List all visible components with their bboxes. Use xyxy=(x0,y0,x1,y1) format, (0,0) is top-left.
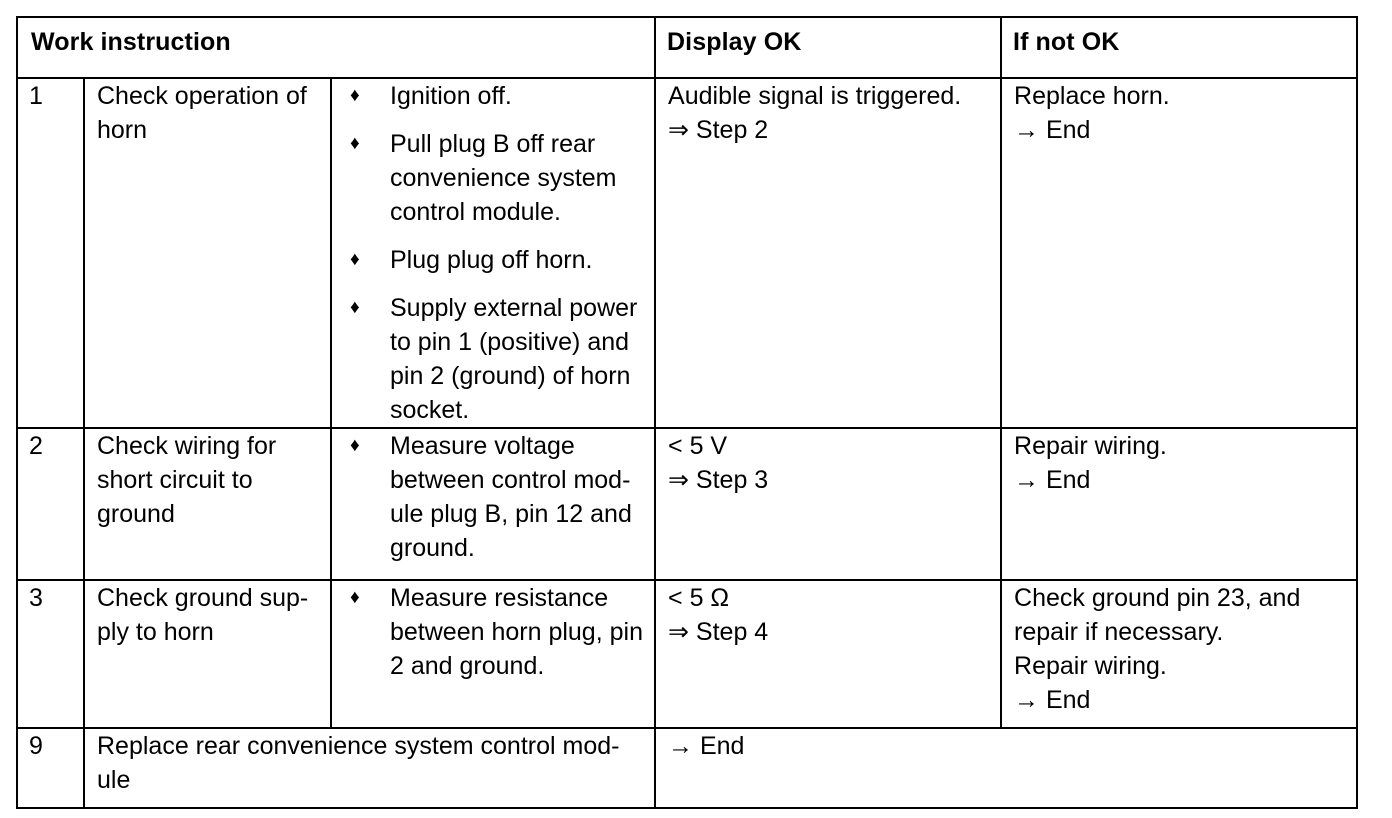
diamond-bullet-icon: ♦ xyxy=(350,85,360,106)
if-not-ok-cell: Replace horn. → End xyxy=(1000,77,1359,429)
table-row: 9 Replace rear convenience system contro… xyxy=(16,727,1359,809)
display-ok-text: Audible signal is triggered. xyxy=(668,82,962,110)
list-item-label: Pull plug B off rear convenience system … xyxy=(390,130,617,226)
step-number: 9 xyxy=(16,727,85,809)
list-item-label: Plug plug off horn. xyxy=(390,246,593,274)
list-item: ♦ Pull plug B off rear convenience syste… xyxy=(342,127,646,229)
if-not-ok-text-2: Repair wiring. xyxy=(1014,652,1167,680)
display-ok-next-step: ⇒ Step 2 xyxy=(668,116,769,144)
list-item: ♦ Measure resistance between horn plug, … xyxy=(342,581,646,683)
list-item: ♦ Supply external power to pin 1 (positi… xyxy=(342,291,646,427)
work-instruction-table: Work instruction Display OK If not OK 1 … xyxy=(15,16,1359,809)
list-item: ♦ Measure voltage between control mod-ul… xyxy=(342,429,646,565)
step-actions: ♦ Ignition off. ♦ Pull plug B off rear c… xyxy=(329,77,657,429)
table-row: 1 Check operation of horn ♦ Ignition off… xyxy=(16,77,1359,429)
step-actions: ♦ Measure voltage between control mod-ul… xyxy=(329,427,657,581)
list-item-label: Measure resistance between horn plug, pi… xyxy=(390,584,643,680)
action-list: ♦ Measure resistance between horn plug, … xyxy=(342,581,646,683)
diamond-bullet-icon: ♦ xyxy=(350,435,360,456)
step-actions: ♦ Measure resistance between horn plug, … xyxy=(329,579,657,729)
action-list: ♦ Ignition off. ♦ Pull plug B off rear c… xyxy=(342,79,646,427)
display-ok-cell: < 5 V ⇒ Step 3 xyxy=(654,427,1003,581)
table-header-row: Work instruction Display OK If not OK xyxy=(15,16,1359,79)
if-not-ok-cell: Repair wiring. → End xyxy=(1000,427,1359,581)
header-if-not-ok: If not OK xyxy=(1000,16,1359,79)
list-item-label: Measure voltage between control mod-ule … xyxy=(390,432,632,562)
table-row: 2 Check wiring for short circuit to grou… xyxy=(16,427,1359,581)
step-number: 3 xyxy=(16,579,85,729)
step-task: Replace rear convenience system control … xyxy=(82,727,657,809)
diamond-bullet-icon: ♦ xyxy=(350,133,360,154)
diamond-bullet-icon: ♦ xyxy=(350,249,360,270)
if-not-ok-text: Check ground pin 23, and repair if neces… xyxy=(1014,584,1308,646)
if-not-ok-next-step: → End xyxy=(1014,466,1091,494)
step-task: Check operation of horn xyxy=(83,77,332,429)
table-row: 3 Check ground sup-ply to horn ♦ Measure… xyxy=(16,579,1359,729)
action-list: ♦ Measure voltage between control mod-ul… xyxy=(342,429,646,565)
display-ok-cell: → End xyxy=(654,727,1359,809)
if-not-ok-text: Replace horn. xyxy=(1014,82,1170,110)
list-item-label: Supply external power to pin 1 (positive… xyxy=(390,294,638,424)
list-item: ♦ Ignition off. xyxy=(342,79,646,113)
if-not-ok-text: Repair wiring. xyxy=(1014,432,1167,460)
step-number: 2 xyxy=(16,427,85,581)
step-task: Check wiring for short circuit to ground xyxy=(83,427,332,581)
display-ok-cell: < 5 Ω ⇒ Step 4 xyxy=(654,579,1003,729)
display-ok-next-step: ⇒ Step 3 xyxy=(668,466,769,494)
display-ok-next-step: → End xyxy=(668,732,745,760)
step-number: 1 xyxy=(16,77,85,429)
display-ok-next-step: ⇒ Step 4 xyxy=(668,618,769,646)
header-work-instruction: Work instruction xyxy=(15,16,657,79)
if-not-ok-next-step: → End xyxy=(1014,116,1091,144)
display-ok-cell: Audible signal is triggered. ⇒ Step 2 xyxy=(654,77,1003,429)
step-task: Check ground sup-ply to horn xyxy=(83,579,332,729)
if-not-ok-cell: Check ground pin 23, and repair if neces… xyxy=(1000,579,1359,729)
list-item: ♦ Plug plug off horn. xyxy=(342,243,646,277)
if-not-ok-next-step: → End xyxy=(1014,686,1091,714)
list-item-label: Ignition off. xyxy=(390,82,512,110)
display-ok-text: < 5 Ω xyxy=(668,584,730,612)
diamond-bullet-icon: ♦ xyxy=(350,297,360,318)
header-display-ok: Display OK xyxy=(654,16,1003,79)
display-ok-text: < 5 V xyxy=(668,432,728,460)
diamond-bullet-icon: ♦ xyxy=(350,587,360,608)
